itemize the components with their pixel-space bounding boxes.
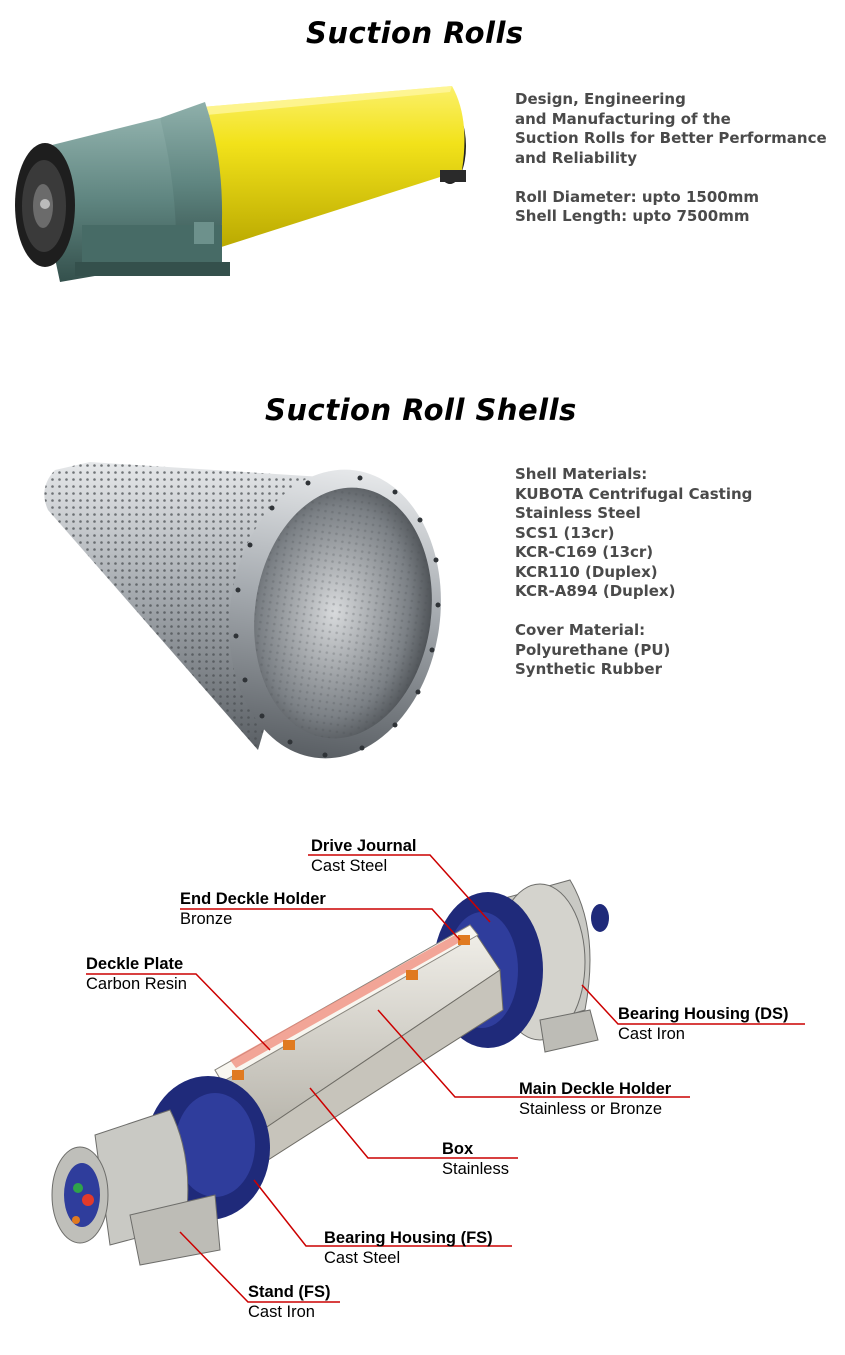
suction-roll-cutaway-image — [51, 879, 609, 1266]
suction-roll-image — [15, 86, 466, 282]
label-material: Bronze — [180, 910, 233, 928]
label-bearing-housing-fs: Bearing Housing (FS) Cast Steel — [324, 1228, 493, 1268]
label-name: Main Deckle Holder — [519, 1080, 672, 1098]
label-material: Cast Iron — [618, 1025, 685, 1043]
leader-lines — [86, 854, 805, 1303]
label-main-deckle-holder: Main Deckle Holder Stainless or Bronze — [519, 1079, 671, 1119]
label-deckle-plate: Deckle Plate Carbon Resin — [86, 954, 187, 994]
label-material: Cast Iron — [248, 1303, 315, 1321]
label-stand-fs: Stand (FS) Cast Iron — [248, 1282, 331, 1322]
label-bearing-housing-ds: Bearing Housing (DS) Cast Iron — [618, 1004, 789, 1044]
label-material: Cast Steel — [311, 857, 388, 875]
label-name: Deckle Plate — [86, 955, 184, 973]
label-box: Box Stainless — [442, 1139, 509, 1179]
suction-rolls-title: Suction Rolls — [306, 16, 524, 50]
label-material: Carbon Resin — [86, 975, 187, 993]
label-end-deckle-holder: End Deckle Holder Bronze — [180, 889, 326, 929]
label-material: Cast Steel — [324, 1249, 401, 1267]
label-drive-journal: Drive Journal Cast Steel — [311, 836, 416, 876]
suction-roll-shells-title: Suction Roll Shells — [265, 393, 577, 427]
suction-roll-shell-image — [44, 462, 441, 759]
label-name: Bearing Housing (FS) — [324, 1229, 493, 1247]
label-name: Box — [442, 1140, 474, 1158]
label-material: Stainless — [442, 1160, 509, 1178]
suction-rolls-description: Design, Engineering and Manufacturing of… — [515, 90, 827, 225]
label-name: End Deckle Holder — [180, 890, 326, 908]
label-name: Drive Journal — [311, 837, 417, 855]
label-material: Stainless or Bronze — [519, 1100, 663, 1118]
label-name: Stand (FS) — [248, 1283, 331, 1301]
label-name: Bearing Housing (DS) — [618, 1005, 789, 1023]
suction-roll-shells-description: Shell Materials: KUBOTA Centrifugal Cast… — [515, 465, 753, 678]
